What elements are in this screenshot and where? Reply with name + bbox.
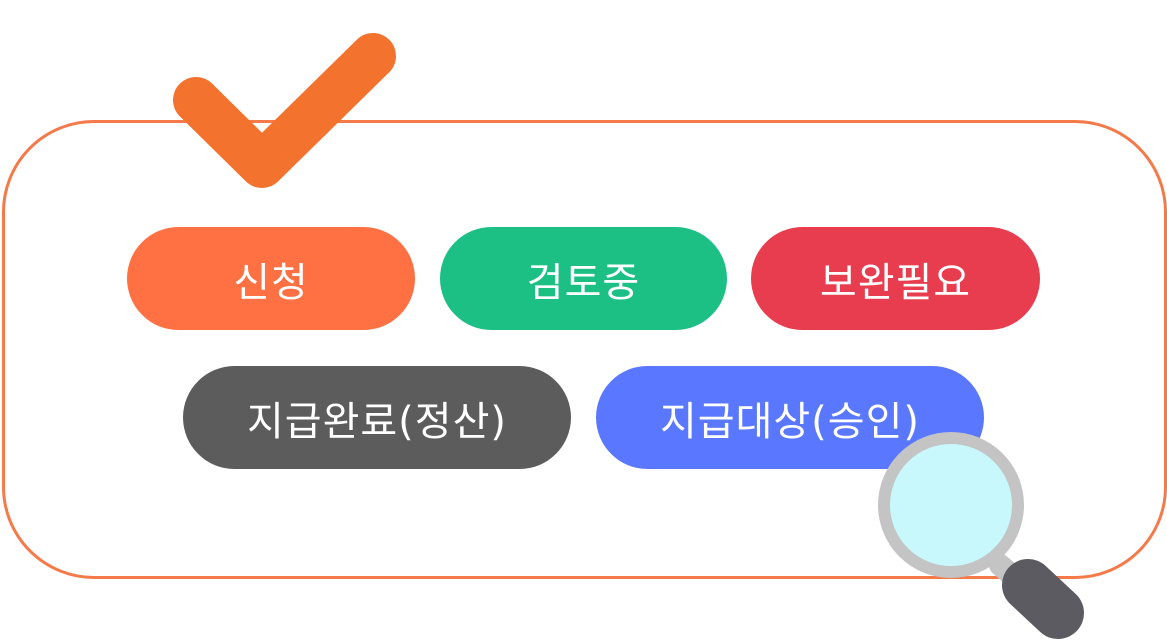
status-badge-applied: 신청 (127, 227, 415, 330)
status-badge-paid-settled: 지급완료(정산) (183, 366, 571, 469)
status-badge-payment-target-approved: 지급대상(승인) (596, 366, 984, 469)
status-badge-needs-supplement: 보완필요 (751, 227, 1040, 330)
status-panel-frame (2, 120, 1167, 579)
status-badge-reviewing: 검토중 (440, 227, 727, 330)
